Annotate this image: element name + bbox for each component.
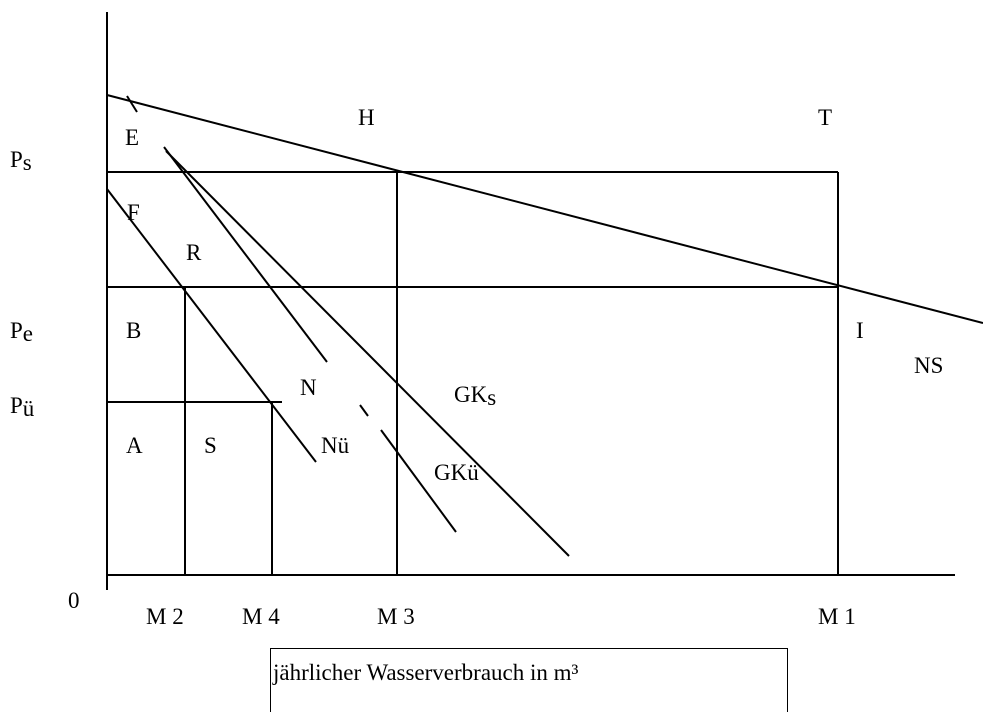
origin-label: 0 [68, 588, 80, 613]
area-label-a: A [126, 433, 143, 458]
area-label-f: F [127, 200, 140, 225]
curve-label-gku: GKü [434, 460, 479, 485]
quantity-label-m2: M 2 [146, 604, 184, 629]
cost-curve-gks [165, 150, 570, 557]
quantity-label-m1: M 1 [818, 604, 856, 629]
quantity-label-m3: M 3 [377, 604, 415, 629]
demand-curve-nu [106, 188, 317, 463]
x-axis-caption: jährlicher Wasserverbrauch in m³ [273, 660, 579, 685]
area-label-b: B [126, 318, 141, 343]
axis-caption-box: jährlicher Wasserverbrauch in m³ [270, 648, 788, 712]
curve-n-segment-2 [359, 404, 369, 417]
area-label-e: E [125, 125, 139, 150]
quantity-label-m4: M 4 [242, 604, 280, 629]
demand-curve-ns [106, 94, 983, 324]
area-label-h: H [358, 105, 375, 130]
area-label-i: I [856, 318, 864, 343]
curve-label-gks: GKs [454, 382, 496, 410]
curve-n-segment-1 [163, 146, 328, 363]
curve-label-nu: Nü [321, 433, 350, 458]
area-label-t: T [818, 105, 832, 130]
price-label-pu: Pü [10, 393, 35, 421]
curve-n-segment-3 [380, 429, 457, 533]
curve-label-ns: NS [914, 353, 943, 378]
demand-curve-ns-tick [126, 95, 138, 113]
area-label-s: S [204, 433, 217, 458]
price-label-ps: Ps [10, 147, 32, 175]
price-label-pe: Pe [10, 318, 33, 346]
curve-label-n: N [300, 375, 317, 400]
area-label-r: R [186, 240, 202, 265]
